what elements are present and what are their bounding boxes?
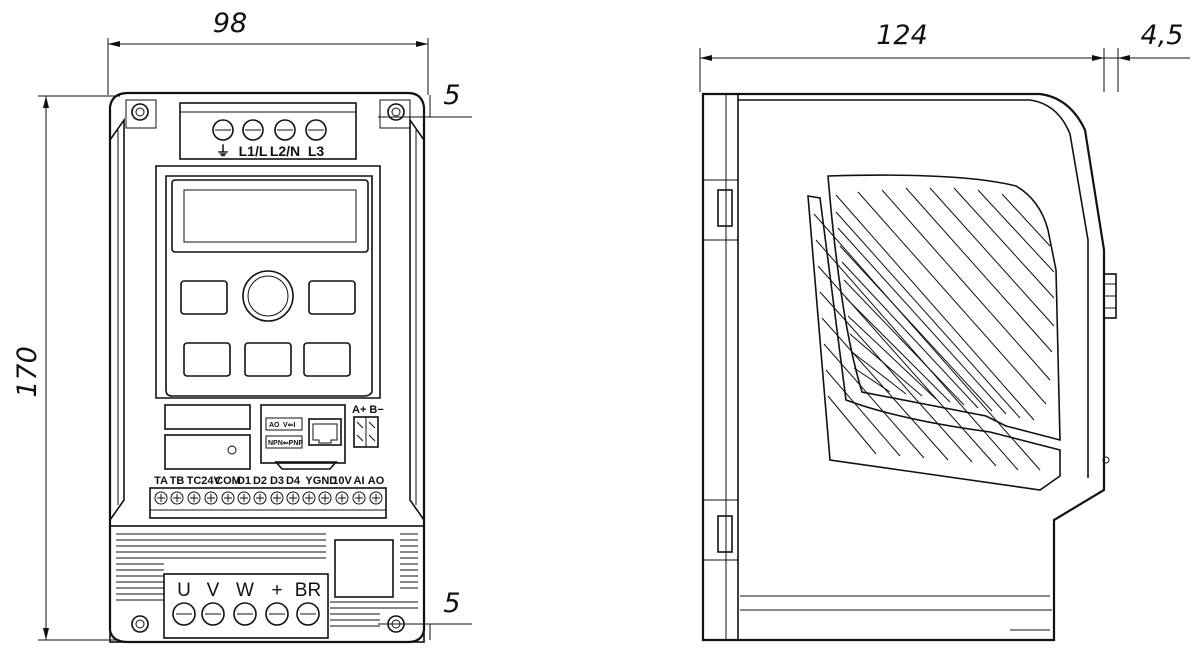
rating-label-plate [334, 539, 394, 598]
control-terminal-label: AO [368, 475, 385, 487]
mount-hole-icon [131, 103, 149, 121]
heatsink-fins [813, 187, 1055, 471]
control-terminal-label: COM [215, 475, 241, 487]
ao-switch[interactable] [265, 417, 303, 431]
output-terminal-label: + [271, 580, 282, 601]
keypad-button[interactable] [244, 342, 292, 377]
control-terminal-label: D2 [253, 475, 267, 487]
control-terminal-label: TB [170, 475, 185, 487]
input-terminal-label: L3 [308, 143, 325, 159]
keypad-button[interactable] [183, 342, 231, 377]
input-terminal-screws [212, 119, 327, 141]
control-terminal-screws [154, 491, 383, 505]
rj45-port-icon [308, 418, 342, 446]
dim-bottom-offset: 5 [443, 588, 460, 619]
front-dimensions: 98 170 5 5 [12, 8, 472, 641]
keypad-button[interactable] [303, 342, 351, 377]
control-terminal-label: GND [313, 475, 338, 487]
dim-front-height: 170 [12, 346, 43, 398]
mount-hole-icon [131, 615, 149, 633]
control-terminal-strip [149, 487, 387, 519]
output-terminal-block [163, 573, 329, 639]
front-view: ⏚ L1/L L2/N L3 AO V⇐I NPN⇐PNP [108, 91, 426, 644]
side-view [701, 92, 1117, 642]
control-terminal-label: Y [305, 475, 313, 487]
rs485-label: A+ B− [352, 404, 384, 416]
keypad-button[interactable] [180, 280, 228, 315]
output-terminal-label: BR [295, 580, 321, 601]
control-terminal-label: 24V [201, 475, 221, 487]
ao-switch-right-label: V⇐I [283, 422, 296, 429]
npn-switch[interactable] [265, 435, 303, 449]
control-terminal-label: AI [354, 475, 365, 487]
keypad-knob[interactable] [242, 270, 294, 322]
side-dimensions: 124 4,5 [699, 20, 1190, 92]
dim-side-depth: 124 [876, 20, 928, 51]
lcd-display [171, 179, 369, 253]
control-terminal-label: D1 [237, 475, 251, 487]
label-plate [164, 404, 251, 430]
ao-switch-left-label: AO [269, 422, 280, 429]
dim-front-width: 98 [213, 8, 247, 39]
control-terminal-label: TC [187, 475, 202, 487]
input-terminal-label: L2/N [270, 143, 300, 159]
keypad-button[interactable] [308, 280, 356, 315]
vent-slots [116, 533, 418, 627]
output-terminal-label: V [207, 580, 220, 601]
input-terminal-label: ⏚ [216, 143, 230, 159]
control-terminal-label: 10V [332, 475, 352, 487]
mount-hole-icon [387, 103, 405, 121]
dim-side-offset: 4,5 [1141, 20, 1184, 51]
output-terminal-label: W [236, 580, 254, 601]
output-terminal-label: U [177, 580, 191, 601]
dim-top-offset: 5 [443, 80, 460, 111]
control-terminal-label: D3 [270, 475, 284, 487]
label-plate [164, 434, 251, 470]
npn-switch-label: NPN⇐PNP [268, 440, 303, 447]
input-terminal-label: L1/L [239, 143, 268, 159]
control-terminal-label: TA [154, 475, 168, 487]
mount-hole-icon [387, 615, 405, 633]
control-terminal-label: D4 [286, 475, 301, 487]
output-terminal-screws [172, 602, 320, 626]
